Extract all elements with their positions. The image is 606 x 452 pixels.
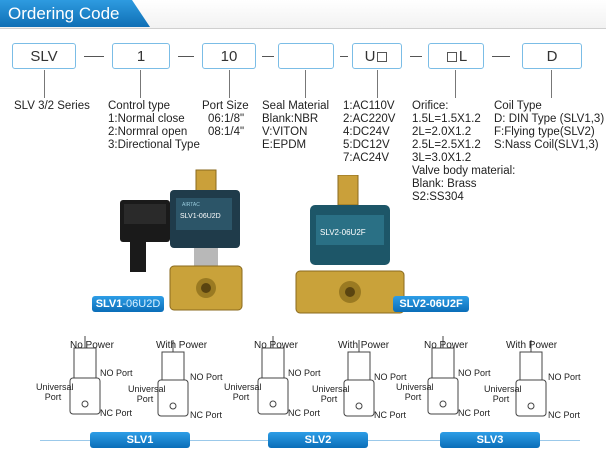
- section-label-slv3: SLV3: [440, 432, 540, 448]
- slv1-valve-photo: AIRTAC SLV1-06U2D: [120, 169, 243, 311]
- slv1-no-power-label: No Power: [70, 340, 114, 351]
- control-option: 2:Normral open: [108, 126, 188, 138]
- placeholder-square-icon: [377, 52, 388, 62]
- code-box-control: 1: [112, 43, 170, 69]
- code-box-orifice: L: [428, 43, 484, 69]
- slv1-with-power-label: With Power: [156, 340, 208, 351]
- coil-heading: Coil Type: [494, 100, 542, 112]
- seal-material-column: Seal Material Blank:NBR V:VITON E:EPDM: [262, 100, 329, 152]
- series-column: SLV 3/2 Series: [14, 100, 90, 113]
- connector-line: [455, 70, 456, 98]
- slv3-with-nc-port-label: NC Port: [548, 410, 581, 420]
- voltage-option: 4:DC24V: [343, 126, 390, 138]
- code-box-voltage: U: [352, 43, 402, 69]
- port-option: 08:1/4": [208, 126, 245, 138]
- slv3-universal-port-label: Universal Port: [396, 382, 434, 402]
- control-option: 1:Normal close: [108, 113, 185, 125]
- connector-line: [551, 70, 552, 98]
- orifice-option: 2L=2.0X1.2: [412, 126, 472, 138]
- slv1-brand: AIRTAC: [182, 202, 200, 208]
- slv2-label: SLV2-06U2F: [320, 228, 366, 237]
- body-material-option: S2:SS304: [412, 191, 464, 203]
- orifice-heading: Orifice:: [412, 100, 449, 112]
- port-size-column: Port Size 06:1/8" 08:1/4": [202, 100, 249, 139]
- slv1-with-universal-port-label: Universal Port: [128, 384, 166, 404]
- seal-option: Blank:NBR: [262, 113, 319, 125]
- connector-line: [229, 70, 230, 98]
- code-box-coil: D: [522, 43, 582, 69]
- orifice-option: 1.5L=1.5X1.2: [412, 113, 481, 125]
- slv1-with-no-port-label: NO Port: [190, 372, 223, 382]
- voltage-column: 1:AC110V 2:AC220V 4:DC24V 5:DC12V 7:AC24…: [343, 100, 395, 165]
- connector-line: [140, 70, 141, 98]
- code-box-seal: [278, 43, 334, 69]
- control-heading: Control type: [108, 100, 171, 112]
- section-label-slv2: SLV2: [268, 432, 368, 448]
- voltage-option: 2:AC220V: [343, 113, 396, 125]
- slv2-no-port-label: NO Port: [288, 368, 321, 378]
- orifice-option: 2.5L=2.5X1.2: [412, 139, 481, 151]
- dash: [410, 56, 422, 57]
- slv1-caption-prefix: SLV1: [95, 298, 123, 310]
- coil-option: D: DIN Type (SLV1,3): [494, 113, 605, 125]
- port-diagrams: [69, 336, 547, 417]
- slv3-with-power-label: With Power: [506, 340, 558, 351]
- slv2-nc-port-label: NC Port: [288, 408, 321, 418]
- dash: [262, 56, 274, 57]
- seal-heading: Seal Material: [262, 100, 330, 112]
- slv2-with-nc-port-label: NC Port: [374, 410, 407, 420]
- dash: [340, 56, 348, 57]
- port-option: 06:1/8": [208, 113, 245, 125]
- slv3-no-port-label: NO Port: [458, 368, 491, 378]
- body-material-option: Blank: Brass: [412, 178, 477, 190]
- control-option: 3:Directional Type: [108, 139, 200, 151]
- slv1-nc-port-label: NC Port: [100, 408, 133, 418]
- slv3-nc-port-label: NC Port: [458, 408, 491, 418]
- connector-line: [377, 70, 378, 98]
- dash: [178, 56, 194, 57]
- slv2-universal-port-label: Universal Port: [224, 382, 262, 402]
- coil-type-column: Coil Type D: DIN Type (SLV1,3) F:Flying …: [494, 100, 604, 152]
- slv2-caption: SLV2-06U2F: [393, 296, 469, 312]
- code-box-series: SLV: [12, 43, 76, 69]
- slv1-with-nc-port-label: NC Port: [190, 410, 223, 420]
- voltage-option: 7:AC24V: [343, 152, 390, 164]
- slv1-universal-port-label: Universal Port: [36, 382, 74, 402]
- seal-option: E:EPDM: [262, 139, 307, 151]
- voltage-option: 5:DC12V: [343, 139, 390, 151]
- connector-line: [305, 70, 306, 98]
- section-label-slv1: SLV1: [90, 432, 190, 448]
- slv2-with-universal-port-label: Universal Port: [312, 384, 350, 404]
- slv3-with-no-port-label: NO Port: [548, 372, 581, 382]
- orifice-column: Orifice: 1.5L=1.5X1.2 2L=2.0X1.2 2.5L=2.…: [412, 100, 515, 204]
- slv3-with-universal-port-label: Universal Port: [484, 384, 522, 404]
- voltage-code: U: [364, 48, 376, 65]
- slv1-caption: SLV1-06U2D: [92, 296, 164, 312]
- slv3-no-power-label: No Power: [424, 340, 468, 351]
- slv2-with-no-port-label: NO Port: [374, 372, 407, 382]
- section-header: Ordering Code: [0, 0, 606, 29]
- connector-line: [44, 70, 45, 98]
- series-label: SLV 3/2 Series: [14, 100, 90, 112]
- slv2-valve-photo: SLV2-06U2F: [295, 175, 405, 314]
- slv2-with-power-label: With Power: [338, 340, 390, 351]
- slv2-no-power-label: No Power: [254, 340, 298, 351]
- dash: [84, 56, 104, 57]
- coil-option: F:Flying type(SLV2): [494, 126, 595, 138]
- slv1-caption-suffix: -06U2D: [122, 298, 161, 310]
- control-type-column: Control type 1:Normal close 2:Normral op…: [108, 100, 200, 152]
- slv1-label: SLV1-06U2D: [180, 213, 221, 220]
- placeholder-square-icon: [446, 52, 457, 62]
- orifice-code: L: [458, 48, 468, 65]
- port-heading: Port Size: [202, 100, 249, 112]
- slv1-no-port-label: NO Port: [100, 368, 133, 378]
- orifice-option: 3L=3.0X1.2: [412, 152, 472, 164]
- seal-option: V:VITON: [262, 126, 308, 138]
- header-title: Ordering Code: [0, 0, 150, 27]
- code-box-port: 10: [202, 43, 256, 69]
- coil-option: S:Nass Coil(SLV1,3): [494, 139, 599, 151]
- dash: [492, 56, 510, 57]
- body-material-heading: Valve body material:: [412, 165, 516, 177]
- voltage-option: 1:AC110V: [343, 100, 395, 112]
